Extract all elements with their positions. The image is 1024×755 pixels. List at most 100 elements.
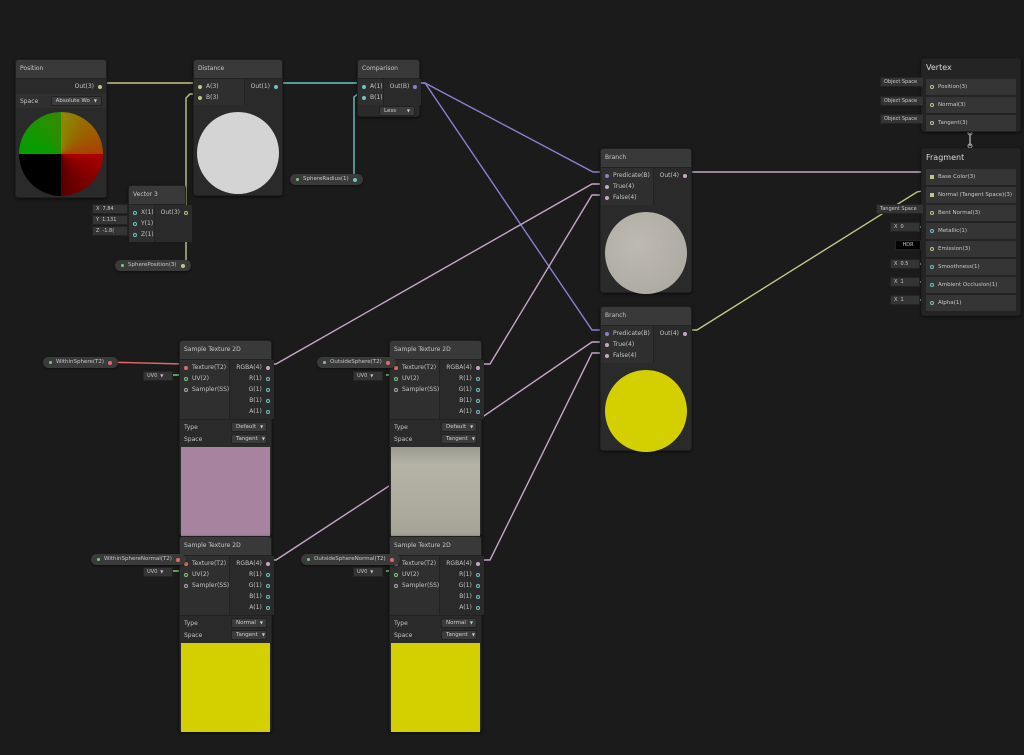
comparison-node[interactable]: Comparison A(1) B(1) Out(B) Less▼ [357, 59, 422, 117]
space-dropdown[interactable]: Absolute Wo▼ [50, 96, 102, 106]
true-port[interactable]: True(4) [601, 339, 653, 350]
fragment-block-alpha[interactable]: Alpha(1) [926, 295, 1016, 311]
port-dot-icon[interactable] [385, 360, 390, 365]
sample-texture-node-4[interactable]: Sample Texture 2D Texture(T2) UV(2) Samp… [389, 536, 484, 732]
port-dot-icon[interactable] [930, 301, 934, 305]
type-dropdown[interactable]: Default▼ [231, 422, 267, 432]
true-port[interactable]: True(4) [601, 181, 653, 192]
space-dropdown[interactable]: Tangent▼ [231, 630, 267, 640]
port-dot-icon[interactable] [352, 177, 357, 182]
out-port[interactable]: Out(4) [654, 328, 691, 339]
port-dot-icon[interactable] [605, 184, 609, 189]
b-port[interactable]: B(3) [194, 92, 244, 103]
b-port[interactable]: B(1) [358, 92, 383, 103]
vertex-block-normal[interactable]: Normal(3) [926, 97, 1016, 113]
a-port[interactable]: A(1) [230, 602, 274, 613]
port-dot-icon[interactable] [265, 376, 270, 381]
out-port[interactable]: Out(3) [69, 81, 106, 92]
port-dot-icon[interactable] [184, 387, 188, 392]
port-dot-icon[interactable] [394, 572, 398, 577]
fragment-block-base-color[interactable]: Base Color(3) [926, 169, 1016, 185]
port-dot-icon[interactable] [265, 409, 270, 414]
a-port[interactable]: A(3) [194, 81, 244, 92]
port-dot-icon[interactable] [265, 365, 270, 370]
port-dot-icon[interactable] [930, 85, 934, 89]
uv-channel-dropdown[interactable]: UV0▼ [353, 567, 383, 577]
g-port[interactable]: G(1) [440, 580, 484, 591]
b-port[interactable]: B(1) [440, 591, 484, 602]
vector3-z-field[interactable]: Z-1.8( [92, 226, 128, 236]
port-dot-icon[interactable] [930, 229, 934, 233]
type-dropdown[interactable]: Normal▼ [441, 618, 477, 628]
port-dot-icon[interactable] [265, 387, 270, 392]
distance-node[interactable]: Distance A(3) B(3) Out(1) [193, 59, 283, 196]
within-sphere-property[interactable]: WithinSphere(T2) [43, 357, 119, 368]
fragment-block-ambient-occlusion[interactable]: Ambient Occlusion(1) [926, 277, 1016, 293]
port-dot-icon[interactable] [683, 331, 687, 336]
space-dropdown[interactable]: Tangent▼ [231, 434, 267, 444]
port-dot-icon[interactable] [605, 331, 609, 336]
bent-normal-default[interactable]: Tangent Space [876, 204, 924, 214]
port-dot-icon[interactable] [198, 84, 202, 89]
port-dot-icon[interactable] [133, 221, 137, 226]
vertex-normal-default[interactable]: Object Space [880, 96, 924, 106]
port-dot-icon[interactable] [362, 95, 366, 100]
uv-channel-dropdown[interactable]: UV0▼ [353, 371, 383, 381]
g-port[interactable]: G(1) [230, 580, 274, 591]
port-dot-icon[interactable] [475, 376, 480, 381]
port-dot-icon[interactable] [475, 594, 480, 599]
vertex-tangent-default[interactable]: Object Space [880, 114, 924, 124]
sphere-radius-property[interactable]: SphereRadius(1) [290, 174, 363, 185]
out-port[interactable]: Out(3) [155, 207, 192, 218]
port-dot-icon[interactable] [265, 398, 270, 403]
a-port[interactable]: A(1) [358, 81, 383, 92]
vertex-position-default[interactable]: Object Space [880, 77, 924, 87]
rgba-port[interactable]: RGBA(4) [230, 558, 274, 569]
x-port[interactable]: X(1) [129, 207, 154, 218]
g-port[interactable]: G(1) [440, 384, 484, 395]
port-dot-icon[interactable] [265, 583, 270, 588]
b-port[interactable]: B(1) [230, 395, 274, 406]
space-dropdown[interactable]: Tangent▼ [441, 630, 477, 640]
port-dot-icon[interactable] [265, 594, 270, 599]
port-dot-icon[interactable] [930, 247, 934, 251]
uv-port[interactable]: UV(2) [180, 569, 229, 580]
port-dot-icon[interactable] [930, 265, 934, 269]
port-dot-icon[interactable] [265, 605, 270, 610]
emission-color-field[interactable]: HDR [895, 240, 921, 250]
rgba-port[interactable]: RGBA(4) [440, 558, 484, 569]
g-port[interactable]: G(1) [230, 384, 274, 395]
port-dot-icon[interactable] [475, 409, 480, 414]
position-node[interactable]: Position Out(3) Space Absolute Wo▼ [15, 59, 107, 198]
port-dot-icon[interactable] [475, 583, 480, 588]
sample-texture-node-3[interactable]: Sample Texture 2D Texture(T2) UV(2) Samp… [179, 536, 274, 732]
fragment-context[interactable]: Fragment Base Color(3) Normal (Tangent S… [921, 148, 1021, 316]
branch-node-2[interactable]: Branch Predicate(B) True(4) False(4) Out… [600, 306, 692, 452]
sampler-port[interactable]: Sampler(SS) [390, 580, 439, 591]
port-dot-icon[interactable] [184, 376, 188, 381]
port-dot-icon[interactable] [683, 173, 687, 178]
port-dot-icon[interactable] [198, 95, 202, 100]
false-port[interactable]: False(4) [601, 350, 653, 361]
a-port[interactable]: A(1) [230, 406, 274, 417]
comparison-mode-dropdown[interactable]: Less▼ [379, 106, 415, 116]
port-dot-icon[interactable] [184, 572, 188, 577]
out-port[interactable]: Out(B) [384, 81, 422, 92]
port-dot-icon[interactable] [475, 398, 480, 403]
port-dot-icon[interactable] [184, 210, 188, 215]
r-port[interactable]: R(1) [230, 569, 274, 580]
texture-port[interactable]: Texture(T2) [180, 362, 229, 373]
vector3-node[interactable]: Vector 3 X(1) Y(1) Z(1) Out(3) [128, 185, 192, 242]
fragment-block-bent-normal[interactable]: Bent Normal(3) [926, 205, 1016, 221]
sample-texture-node-1[interactable]: Sample Texture 2D Texture(T2) UV(2) Samp… [179, 340, 274, 536]
texture-port[interactable]: Texture(T2) [180, 558, 229, 569]
port-dot-icon[interactable] [184, 583, 188, 588]
port-dot-icon[interactable] [98, 84, 102, 89]
port-dot-icon[interactable] [475, 387, 480, 392]
false-port[interactable]: False(4) [601, 192, 653, 203]
sampler-port[interactable]: Sampler(SS) [390, 384, 439, 395]
port-dot-icon[interactable] [265, 572, 270, 577]
